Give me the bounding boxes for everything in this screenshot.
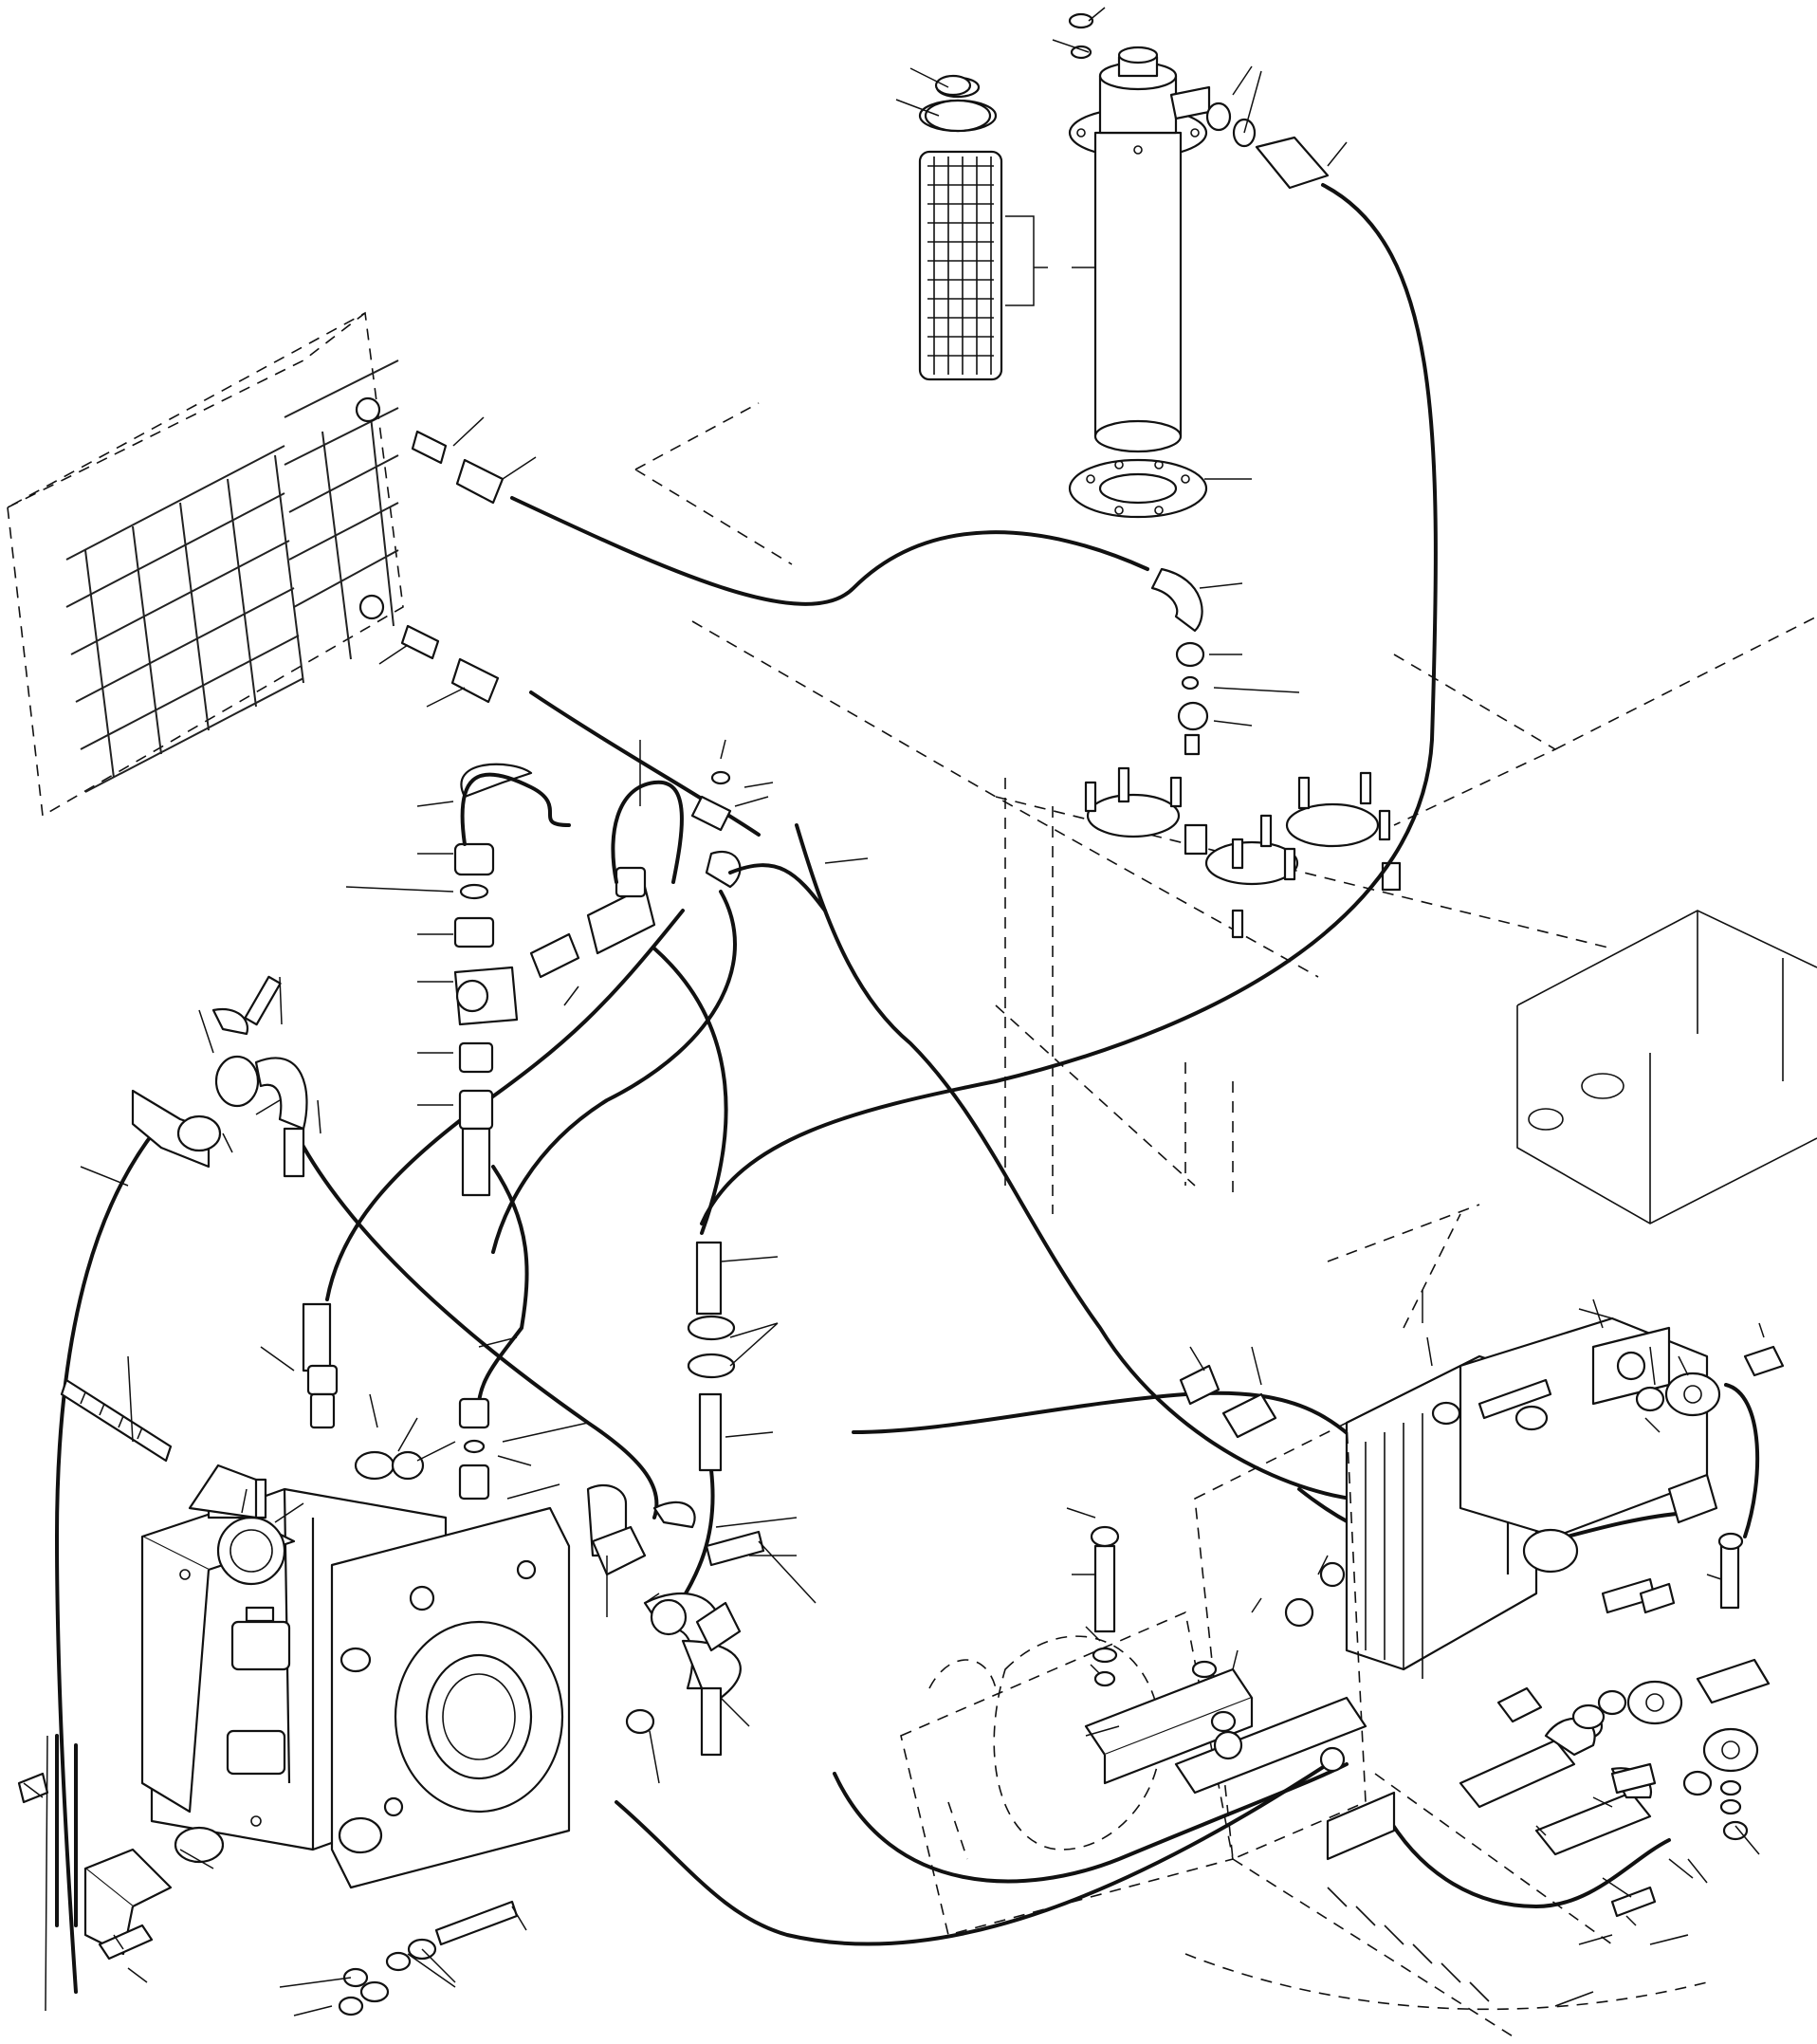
hydraulic-hoses bbox=[55, 183, 1760, 1994]
main-pump bbox=[17, 975, 765, 2016]
travel-motor-assembly bbox=[900, 1317, 1785, 2040]
tee-valve-block bbox=[453, 763, 827, 1197]
o-rings-top bbox=[924, 74, 992, 133]
callout-leaders bbox=[23, 7, 1765, 2016]
oil-cooler bbox=[7, 311, 404, 818]
hydraulic-filter-assembly bbox=[918, 12, 1330, 519]
fittings-cooler bbox=[400, 430, 1209, 756]
mounting-studs bbox=[1084, 766, 1402, 939]
frame-outline bbox=[634, 402, 1817, 1329]
